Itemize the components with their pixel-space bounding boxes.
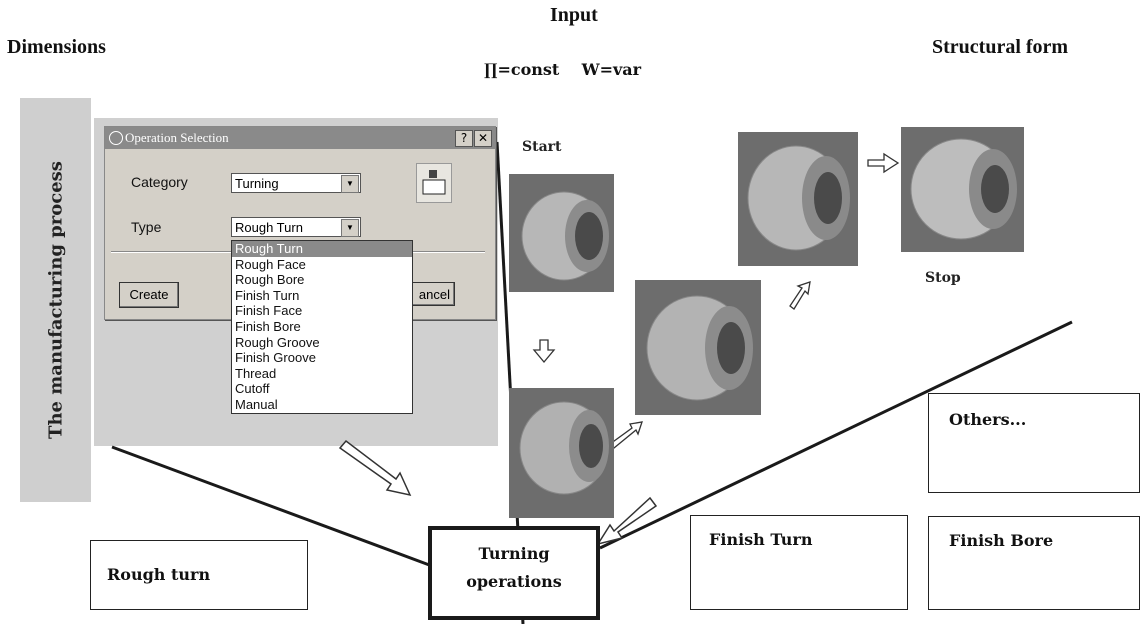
chevron-down-icon-2[interactable]: ▼ <box>341 219 359 237</box>
manufacturing-process-label: The manufacturing process <box>20 98 91 502</box>
app-icon <box>109 131 123 145</box>
category-value: Turning <box>235 176 279 191</box>
arrow-down-icon <box>532 339 556 364</box>
dropdown-option[interactable]: Rough Groove <box>235 334 320 350</box>
turning-operations-box: Turning operations <box>428 526 600 620</box>
formula-text: ∏=const W=var <box>484 60 642 79</box>
operations-label: operations <box>466 572 562 591</box>
dropdown-option[interactable]: Cutoff <box>235 381 270 397</box>
arrow-down-right-icon <box>338 439 412 497</box>
arrow-right-icon <box>867 152 900 174</box>
finish-bore-label: Finish Bore <box>949 531 1054 550</box>
finish-turn-box: Finish Turn <box>690 515 908 610</box>
close-icon[interactable]: ✕ <box>474 130 492 147</box>
start-label: Start <box>522 139 562 155</box>
dialog-title: Operation Selection <box>125 130 229 145</box>
arrow-down-left-icon <box>596 496 658 546</box>
arrow-up-right-icon-2 <box>789 281 811 310</box>
dropdown-option[interactable]: Manual <box>235 396 278 412</box>
dialog-titlebar: Operation Selection ? ✕ <box>105 127 495 149</box>
type-label: Type <box>131 219 162 235</box>
others-box: Others... <box>928 393 1140 493</box>
dropdown-option[interactable]: Thread <box>235 365 277 381</box>
rough-turn-label: Rough turn <box>107 565 211 584</box>
dropdown-option[interactable]: Finish Face <box>235 303 303 319</box>
structural-form-heading: Structural form <box>932 36 1069 58</box>
create-button[interactable]: Create <box>119 282 179 308</box>
dropdown-option[interactable]: Rough Face <box>235 256 306 272</box>
finish-ops-link-line <box>599 320 1073 550</box>
stop-label: Stop <box>925 270 961 286</box>
part-thumbnail-3 <box>635 280 761 415</box>
input-heading: Input <box>550 4 598 26</box>
arrow-up-right-icon <box>609 421 643 449</box>
chevron-down-icon[interactable]: ▼ <box>341 175 359 193</box>
turning-label: Turning <box>478 544 550 563</box>
type-value: Rough Turn <box>235 220 303 235</box>
category-label: Category <box>131 174 188 190</box>
others-label: Others... <box>949 410 1027 429</box>
dropdown-option[interactable]: Rough Bore <box>235 272 305 288</box>
part-thumbnail-2 <box>509 388 614 518</box>
part-thumbnail-4 <box>738 132 858 266</box>
category-select[interactable]: Turning ▼ <box>231 173 361 193</box>
finish-turn-label: Finish Turn <box>709 530 813 549</box>
dropdown-option[interactable]: Finish Bore <box>235 318 301 334</box>
part-thumbnail-start <box>509 174 614 292</box>
finish-bore-box: Finish Bore <box>928 516 1140 610</box>
type-select[interactable]: Rough Turn ▼ <box>231 217 361 237</box>
part-thumbnail-stop <box>901 127 1024 252</box>
rough-turn-box: Rough turn <box>90 540 308 610</box>
rough-turn-link-line <box>111 445 433 568</box>
dropdown-option[interactable]: Rough Turn <box>232 241 412 257</box>
folder-icon[interactable] <box>416 163 452 203</box>
dropdown-option[interactable]: Finish Turn <box>235 287 300 303</box>
type-dropdown-list: Rough Turn Rough Face Rough Bore Finish … <box>231 240 413 414</box>
dimensions-heading: Dimensions <box>7 36 106 58</box>
dropdown-option[interactable]: Finish Groove <box>235 350 316 366</box>
help-icon[interactable]: ? <box>455 130 473 147</box>
